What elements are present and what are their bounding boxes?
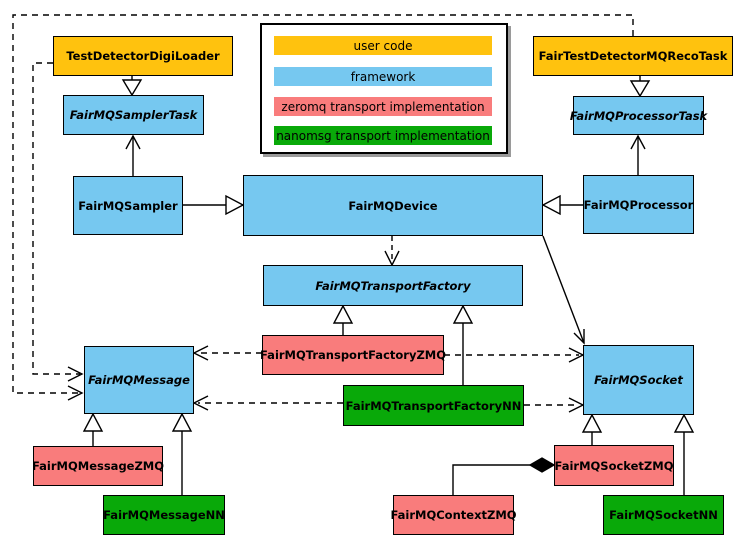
- node-testdetectordigiloader: TestDetectorDigiLoader: [53, 36, 233, 76]
- node-fairmqprocessortask: FairMQProcessorTask: [570, 96, 707, 135]
- legend-item-user-code: user code: [274, 36, 492, 55]
- legend: user code framework zeromq transport imp…: [260, 23, 508, 154]
- legend-item-nanomsg: nanomsg transport implementation: [274, 126, 492, 145]
- edge-tfnn-socket: [524, 397, 585, 413]
- edge-recotask-message: [12, 14, 634, 401]
- node-fairmqsocket: FairMQSocket: [583, 345, 694, 415]
- edge-tfzmq-message: [192, 345, 262, 361]
- edge-processor-processortask: [630, 134, 646, 175]
- legend-item-zeromq: zeromq transport implementation: [274, 97, 492, 116]
- edge-sampler-device: [183, 194, 245, 216]
- edge-recotask-processortask: [629, 76, 651, 98]
- node-fairmqmessage: FairMQMessage: [84, 346, 194, 414]
- edge-tfnn-message: [192, 395, 343, 411]
- edge-processor-device: [541, 194, 583, 216]
- edge-device-socket: [542, 235, 585, 345]
- node-fairmqsocketzmq: FairMQSocketZMQ: [554, 445, 674, 486]
- edge-tfzmq-socket: [444, 347, 585, 363]
- edge-tfzmq-transportfactory: [332, 304, 354, 335]
- edge-contextzmq-sockzmq: [452, 457, 556, 495]
- node-fairmqsamplertask: FairMQSamplerTask: [63, 95, 204, 135]
- edge-msgzmq-message: [82, 412, 104, 446]
- legend-item-framework: framework: [274, 67, 492, 86]
- edge-digiloader-message: [32, 62, 84, 382]
- node-fairmqdevice: FairMQDevice: [243, 175, 543, 236]
- edge-msgnn-message: [171, 412, 193, 495]
- edge-sockzmq-socket: [581, 413, 603, 445]
- node-fairmqmessagezmq: FairMQMessageZMQ: [32, 446, 164, 486]
- node-fairmqtransportfactory: FairMQTransportFactory: [263, 265, 523, 306]
- node-fairmqtransportfactorynn: FairMQTransportFactoryNN: [343, 385, 524, 426]
- edge-device-transportfactory: [384, 236, 400, 267]
- edge-sampler-samplertask: [125, 134, 141, 176]
- node-fairmqtransportfactoryzmq: FairMQTransportFactoryZMQ: [260, 335, 446, 375]
- node-fairmqmessagenn: FairMQMessageNN: [103, 495, 225, 535]
- node-fairmqsampler: FairMQSampler: [73, 176, 183, 235]
- edge-socknn-socket: [673, 413, 695, 495]
- edge-tfnn-transportfactory: [452, 304, 474, 385]
- node-fairmqcontextzmq: FairMQContextZMQ: [390, 495, 517, 535]
- node-fairmqprocessor: FairMQProcessor: [583, 175, 694, 234]
- node-fairmqsocketnn: FairMQSocketNN: [603, 495, 724, 535]
- edge-digiloader-samplertask: [121, 76, 143, 97]
- node-fairtestdetectormqrecotask: FairTestDetectorMQRecoTask: [533, 36, 733, 76]
